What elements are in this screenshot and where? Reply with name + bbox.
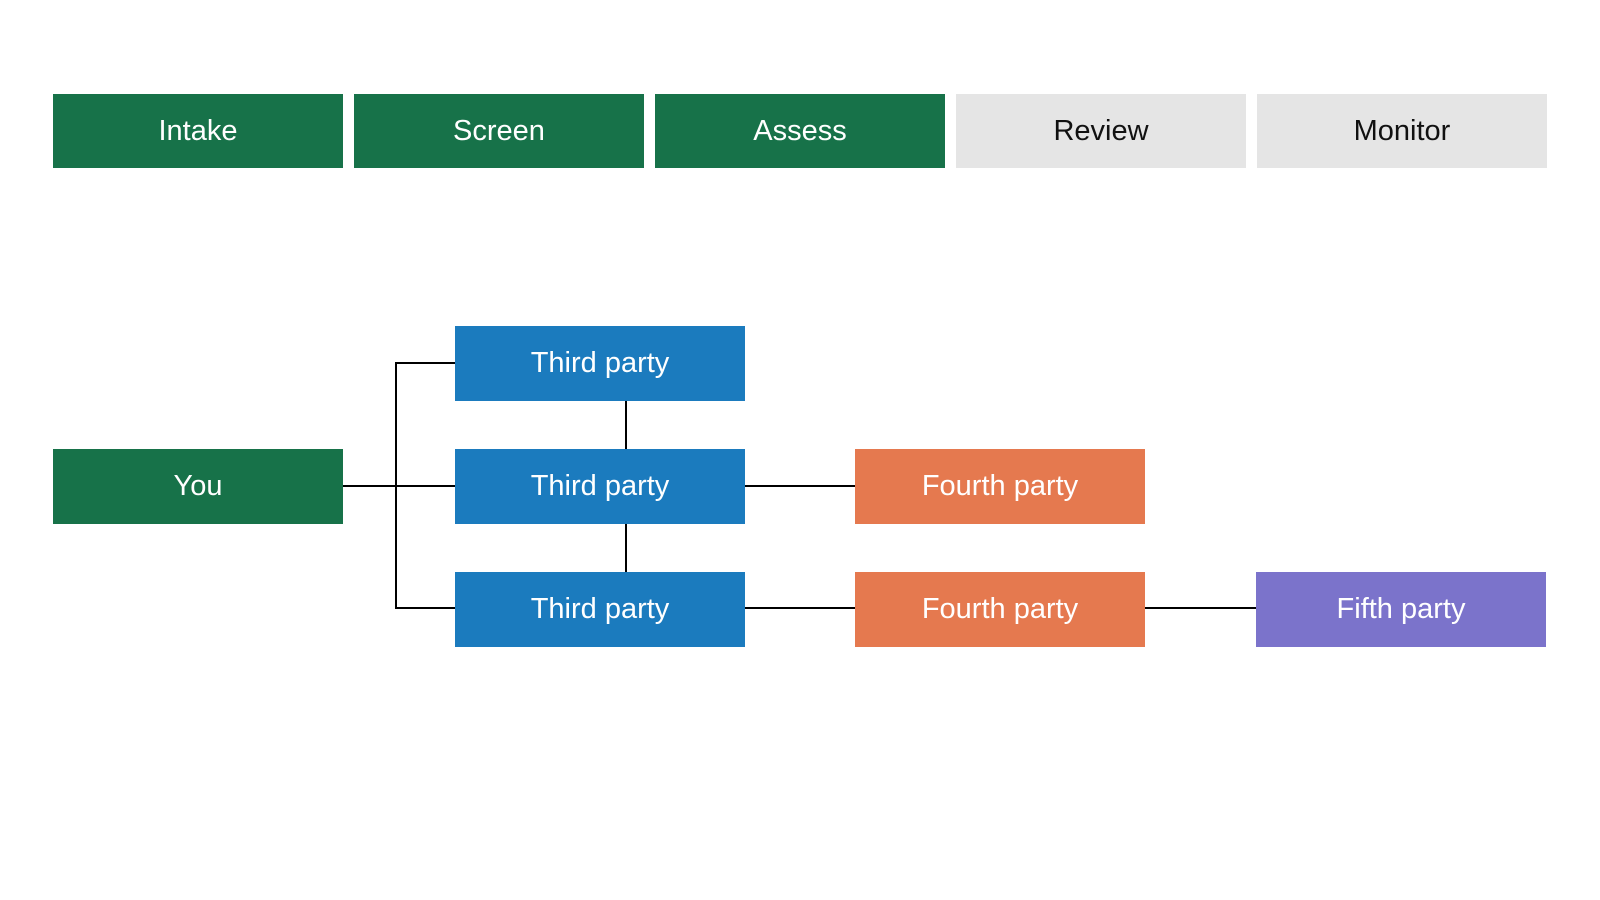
node-fourth-party-1: Fourth party bbox=[855, 449, 1145, 524]
node-third-party-3: Third party bbox=[455, 572, 745, 647]
edge-trunk-vertical bbox=[395, 362, 397, 609]
node-fourth-party-1-label: Fourth party bbox=[921, 470, 1079, 502]
stage-intake-label: Intake bbox=[158, 114, 238, 147]
node-fourth-party-2: Fourth party bbox=[855, 572, 1145, 647]
node-third-party-2-label: Third party bbox=[530, 470, 670, 502]
node-third-party-2: Third party bbox=[455, 449, 745, 524]
node-you-label: You bbox=[173, 470, 223, 502]
stage-review: Review bbox=[956, 94, 1246, 168]
node-third-party-1: Third party bbox=[455, 326, 745, 401]
edge-fourth-2-to-fifth bbox=[1145, 607, 1256, 609]
node-fifth-party: Fifth party bbox=[1256, 572, 1546, 647]
stage-monitor-label: Monitor bbox=[1353, 114, 1451, 147]
edge-you-to-third-party-2 bbox=[343, 485, 455, 487]
node-third-party-3-label: Third party bbox=[530, 593, 670, 625]
stage-assess: Assess bbox=[655, 94, 945, 168]
stage-review-label: Review bbox=[1053, 114, 1149, 147]
stage-screen: Screen bbox=[354, 94, 644, 168]
edge-trunk-to-third-party-1 bbox=[395, 362, 455, 364]
edge-third-party-2-to-3 bbox=[625, 524, 627, 572]
edge-third-party-1-to-2 bbox=[625, 401, 627, 449]
node-third-party-1-label: Third party bbox=[530, 347, 670, 379]
stage-intake: Intake bbox=[53, 94, 343, 168]
stage-assess-label: Assess bbox=[753, 114, 847, 147]
node-you: You bbox=[53, 449, 343, 524]
node-fourth-party-2-label: Fourth party bbox=[921, 593, 1079, 625]
edge-third-party-3-to-fourth-2 bbox=[744, 607, 855, 609]
stage-screen-label: Screen bbox=[453, 114, 545, 147]
edge-third-party-2-to-fourth-1 bbox=[744, 485, 855, 487]
stage-monitor: Monitor bbox=[1257, 94, 1547, 168]
edge-trunk-to-third-party-3 bbox=[395, 607, 455, 609]
node-fifth-party-label: Fifth party bbox=[1336, 593, 1466, 625]
